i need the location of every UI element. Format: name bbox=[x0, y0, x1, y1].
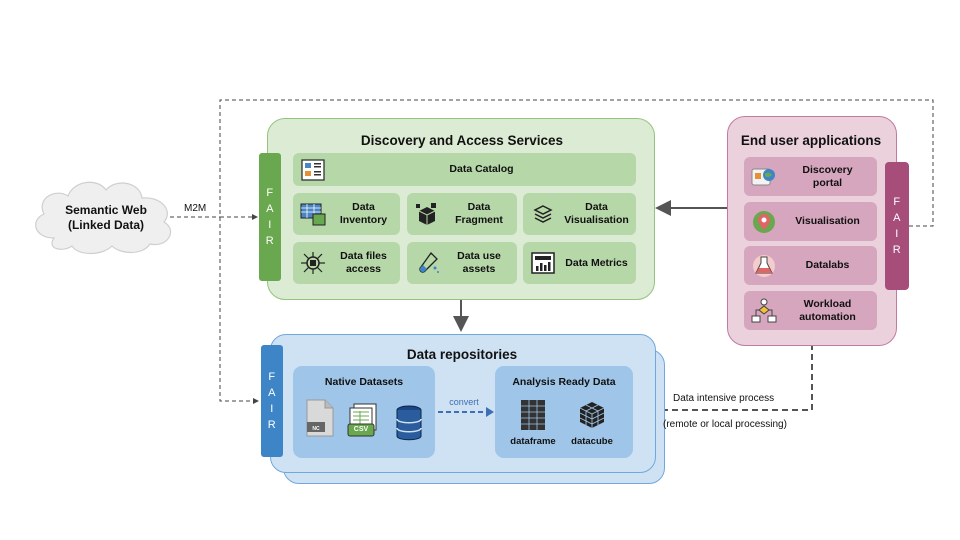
nc-file-icon bbox=[306, 399, 334, 437]
convert-arrow bbox=[438, 407, 494, 417]
data-catalog-card[interactable]: Data Catalog bbox=[293, 153, 636, 186]
datalabs-card[interactable]: Datalabs bbox=[744, 246, 877, 285]
data-intensive-label: Data intensive process bbox=[673, 393, 775, 404]
discovery-title: Discovery and Access Services bbox=[360, 133, 564, 148]
data-repositories-title: Data repositories bbox=[406, 347, 518, 362]
datacube-label: datacube bbox=[571, 436, 613, 447]
end-user-title: End user applications bbox=[740, 133, 882, 148]
portal-screen-icon bbox=[751, 168, 775, 185]
fragment-cube-icon bbox=[416, 203, 436, 225]
m2m-label: M2M bbox=[184, 203, 207, 214]
analysis-ready-data-title: Analysis Ready Data bbox=[512, 376, 616, 388]
workflow-icon bbox=[751, 298, 777, 322]
data-intensive-arrow bbox=[635, 344, 813, 418]
data-metrics-label: Data Metrics bbox=[565, 256, 628, 269]
nc-file-label: NC bbox=[312, 426, 320, 432]
native-datasets-title: Native Datasets bbox=[324, 376, 404, 388]
convert-label: convert bbox=[449, 397, 479, 407]
semantic-web-cloud-icon bbox=[35, 181, 172, 255]
analysis-ready-data-box[interactable] bbox=[495, 366, 633, 458]
catalog-icon bbox=[301, 158, 325, 181]
dataframe-label: dataframe bbox=[510, 436, 556, 447]
dataframe-icon bbox=[521, 400, 545, 430]
metrics-chart-icon bbox=[531, 252, 555, 274]
feedback-dashed-line bbox=[219, 99, 934, 227]
inventory-icon bbox=[300, 203, 326, 226]
data-intensive-sublabel: (remote or local processing) bbox=[663, 419, 787, 430]
lab-flask-icon bbox=[753, 254, 775, 277]
datalabs-label: Datalabs bbox=[805, 259, 850, 271]
map-pin-globe-icon bbox=[753, 210, 775, 233]
visualisation-app-card[interactable]: Visualisation bbox=[744, 202, 877, 241]
chip-network-icon bbox=[301, 252, 325, 274]
datacube-icon bbox=[579, 402, 605, 428]
csv-file-label: CSV bbox=[353, 426, 369, 433]
data-metrics-card[interactable]: Data Metrics bbox=[523, 242, 636, 284]
test-tube-icon bbox=[419, 251, 439, 273]
visualisation-app-label: Visualisation bbox=[795, 215, 860, 227]
database-icon bbox=[396, 405, 422, 441]
semantic-to-repo-dashed-line bbox=[219, 217, 259, 404]
layers-icon bbox=[533, 205, 553, 223]
semantic-web-label: Semantic Web (Linked Data) bbox=[65, 203, 147, 232]
csv-file-icon bbox=[347, 403, 377, 437]
data-catalog-label: Data Catalog bbox=[449, 163, 514, 175]
